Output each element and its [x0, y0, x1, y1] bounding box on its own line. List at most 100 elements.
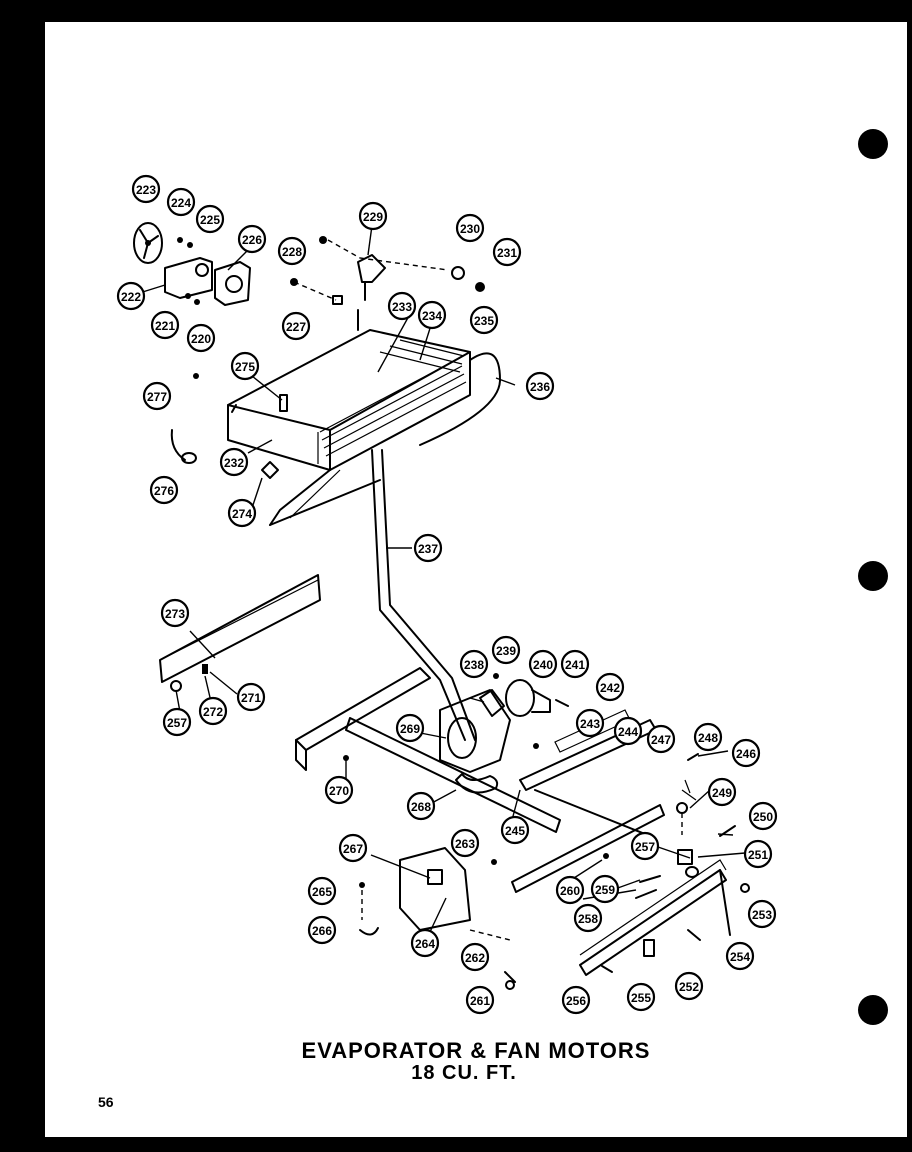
binder-hole-top — [858, 129, 888, 159]
callout-261: 261 — [465, 985, 495, 1015]
svg-text:253: 253 — [752, 908, 772, 922]
svg-text:247: 247 — [651, 733, 671, 747]
diagram-title: EVAPORATOR & FAN MOTORS — [301, 1038, 651, 1063]
diagram-title-block: EVAPORATOR & FAN MOTORS 18 CU. FT. — [0, 1038, 912, 1085]
svg-text:230: 230 — [460, 222, 480, 236]
wire-and-clip — [170, 373, 199, 464]
svg-text:272: 272 — [203, 705, 223, 719]
callout-236: 236 — [525, 371, 555, 401]
callout-276: 276 — [149, 475, 179, 505]
svg-text:223: 223 — [136, 183, 156, 197]
svg-text:259: 259 — [595, 883, 615, 897]
callout-237: 237 — [413, 533, 443, 563]
callout-231: 231 — [492, 237, 522, 267]
callout-251: 251 — [743, 839, 773, 869]
callout-239: 239 — [491, 635, 521, 665]
callout-264: 264 — [410, 928, 440, 958]
svg-text:248: 248 — [698, 731, 718, 745]
svg-text:262: 262 — [465, 951, 485, 965]
svg-text:254: 254 — [730, 950, 750, 964]
svg-text:255: 255 — [631, 991, 651, 1005]
callout-240: 240 — [528, 649, 558, 679]
svg-text:239: 239 — [496, 644, 516, 658]
svg-text:251: 251 — [748, 848, 768, 862]
svg-text:227: 227 — [286, 320, 306, 334]
callout-263: 263 — [450, 828, 480, 858]
callout-262: 262 — [460, 942, 490, 972]
callout-235: 235 — [469, 305, 499, 335]
callout-273: 273 — [160, 598, 190, 628]
callout-257: 257 — [162, 707, 192, 737]
callout-group: 2202212222232242252262272282292302312322… — [116, 174, 778, 1015]
callout-243: 243 — [575, 708, 605, 738]
callout-246: 246 — [731, 738, 761, 768]
callout-228: 228 — [277, 236, 307, 266]
callout-255: 255 — [626, 982, 656, 1012]
svg-text:245: 245 — [505, 824, 525, 838]
svg-text:274: 274 — [232, 507, 252, 521]
svg-text:242: 242 — [600, 681, 620, 695]
callout-274: 274 — [227, 498, 257, 528]
evaporator-coil — [227, 329, 501, 526]
callout-271: 271 — [236, 682, 266, 712]
callout-277: 277 — [142, 381, 172, 411]
callout-234: 234 — [417, 300, 447, 330]
callout-227: 227 — [281, 311, 311, 341]
svg-text:252: 252 — [679, 980, 699, 994]
callout-256: 256 — [561, 985, 591, 1015]
callout-267: 267 — [338, 833, 368, 863]
svg-text:228: 228 — [282, 245, 302, 259]
svg-text:257: 257 — [635, 840, 655, 854]
svg-text:238: 238 — [464, 658, 484, 672]
callout-252: 252 — [674, 971, 704, 1001]
binder-hole-bottom — [858, 995, 888, 1025]
svg-text:250: 250 — [753, 810, 773, 824]
svg-text:243: 243 — [580, 717, 600, 731]
svg-text:246: 246 — [736, 747, 756, 761]
lower-hardware — [359, 753, 750, 990]
callout-259: 259 — [590, 874, 620, 904]
svg-text:261: 261 — [470, 994, 490, 1008]
callout-226: 226 — [237, 224, 267, 254]
callout-223: 223 — [131, 174, 161, 204]
callout-275: 275 — [230, 351, 260, 381]
svg-text:265: 265 — [312, 885, 332, 899]
svg-text:258: 258 — [578, 912, 598, 926]
svg-text:263: 263 — [455, 837, 475, 851]
callout-254: 254 — [725, 941, 755, 971]
callout-241: 241 — [560, 649, 590, 679]
callout-221: 221 — [150, 310, 180, 340]
callout-250: 250 — [748, 801, 778, 831]
callout-244: 244 — [613, 716, 643, 746]
svg-text:233: 233 — [392, 300, 412, 314]
svg-text:268: 268 — [411, 800, 431, 814]
svg-text:237: 237 — [418, 542, 438, 556]
callout-269: 269 — [395, 713, 425, 743]
svg-text:234: 234 — [422, 309, 442, 323]
svg-text:249: 249 — [712, 786, 732, 800]
page-number: 56 — [98, 1094, 114, 1110]
svg-text:229: 229 — [363, 210, 383, 224]
binder-hole-middle — [858, 561, 888, 591]
drain-tube — [371, 449, 476, 741]
svg-text:244: 244 — [618, 725, 638, 739]
svg-text:257: 257 — [167, 716, 187, 730]
svg-text:270: 270 — [329, 784, 349, 798]
upper-fan-assembly — [133, 222, 251, 306]
svg-text:220: 220 — [191, 332, 211, 346]
evaporator-bracket — [290, 236, 485, 331]
callout-220: 220 — [186, 323, 216, 353]
svg-text:260: 260 — [560, 884, 580, 898]
callout-238: 238 — [459, 649, 489, 679]
svg-text:231: 231 — [497, 246, 517, 260]
callout-229: 229 — [358, 201, 388, 231]
baffle-rail — [159, 574, 321, 692]
svg-text:276: 276 — [154, 484, 174, 498]
svg-text:275: 275 — [235, 360, 255, 374]
callout-222: 222 — [116, 281, 146, 311]
callout-242: 242 — [595, 672, 625, 702]
svg-text:266: 266 — [312, 924, 332, 938]
callout-233: 233 — [387, 291, 417, 321]
svg-text:277: 277 — [147, 390, 167, 404]
